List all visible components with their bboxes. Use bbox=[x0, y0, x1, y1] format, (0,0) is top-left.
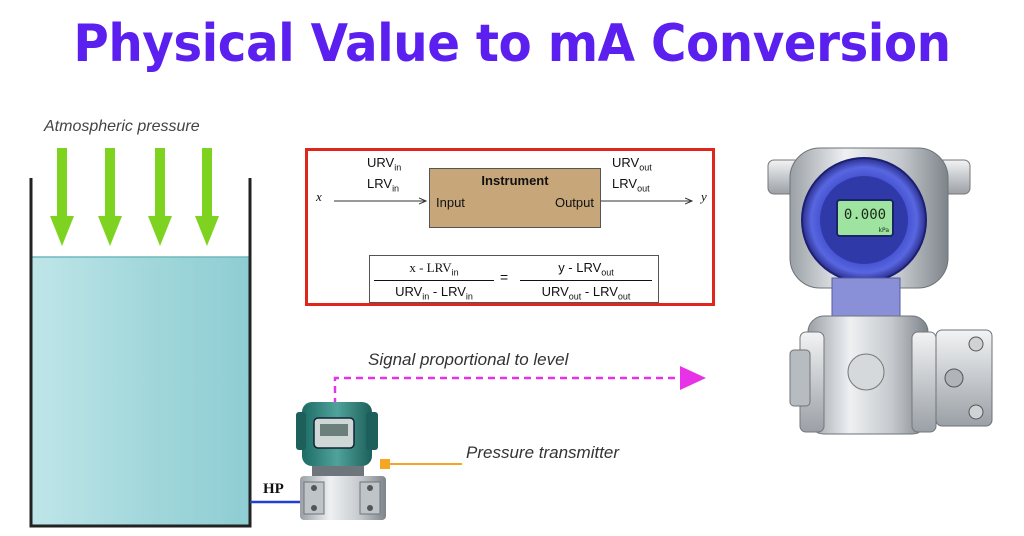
page-title: Physical Value to mA Conversion bbox=[73, 14, 951, 74]
transmitter-display: 0.000 kPa bbox=[836, 199, 894, 237]
small-transmitter bbox=[296, 402, 386, 520]
input-range-labels: URVin LRVin bbox=[367, 155, 401, 196]
output-range-labels: URVout LRVout bbox=[612, 155, 652, 196]
signal-label: Signal proportional to level bbox=[368, 350, 569, 369]
signal-arrowhead bbox=[680, 366, 706, 390]
sub-in: in bbox=[422, 291, 430, 302]
sub-out: out bbox=[568, 291, 582, 302]
instrument-output-label: Output bbox=[554, 195, 594, 210]
signal-line bbox=[333, 376, 690, 405]
tank-wall bbox=[29, 178, 252, 528]
left-numerator: x - LRV bbox=[409, 260, 452, 275]
display-reading: 0.000 bbox=[843, 207, 887, 223]
right-denominator-lrv: LRV bbox=[592, 283, 618, 299]
sub-out: out bbox=[637, 183, 650, 194]
right-numerator: y - LRV bbox=[558, 260, 602, 275]
formula-left-fraction: x - LRVin URVin - LRVin bbox=[374, 260, 494, 301]
urv-in-label: URV bbox=[367, 155, 395, 170]
formula-right-fraction: y - LRVout URVout - LRVout bbox=[520, 260, 652, 301]
sub-in: in bbox=[392, 183, 400, 194]
sub-in: in bbox=[451, 267, 459, 278]
display-unit: kPa bbox=[878, 227, 890, 234]
sub-out: out bbox=[601, 267, 614, 278]
sub-in: in bbox=[465, 291, 473, 302]
left-denominator-urv: URV bbox=[395, 283, 423, 299]
right-denominator-urv: URV bbox=[541, 283, 569, 299]
instrument-title: Instrument bbox=[481, 173, 549, 188]
pressure-arrows bbox=[50, 148, 219, 246]
lrv-in-label: LRV bbox=[367, 175, 393, 191]
sub-in: in bbox=[394, 162, 402, 173]
equals-sign: = bbox=[500, 269, 509, 285]
large-transmitter bbox=[767, 147, 993, 435]
conversion-arrows bbox=[334, 151, 712, 303]
tank-liquid bbox=[31, 257, 250, 525]
conversion-diagram: x y URVin LRVin URVout LRVout Instrument… bbox=[305, 148, 715, 306]
hp-label: HP bbox=[263, 481, 284, 497]
output-variable: y bbox=[701, 189, 707, 204]
atmospheric-pressure-label: Atmospheric pressure bbox=[44, 118, 200, 135]
input-variable: x bbox=[316, 189, 322, 204]
minus-sign: - bbox=[581, 283, 593, 299]
sub-out: out bbox=[617, 291, 631, 302]
transmitter-pointer-dot bbox=[380, 459, 390, 469]
conversion-formula: x - LRVin URVin - LRVin = y - LRVout URV… bbox=[369, 255, 659, 303]
sub-out: out bbox=[639, 162, 652, 173]
instrument-input-label: Input bbox=[436, 195, 465, 210]
lrv-out-label: LRV bbox=[612, 175, 638, 191]
minus-sign: - bbox=[429, 283, 441, 299]
instrument-block: Instrument Input Output bbox=[429, 168, 601, 228]
urv-out-label: URV bbox=[612, 155, 640, 170]
pressure-transmitter-label: Pressure transmitter bbox=[466, 443, 620, 462]
left-denominator-lrv: LRV bbox=[440, 283, 466, 299]
